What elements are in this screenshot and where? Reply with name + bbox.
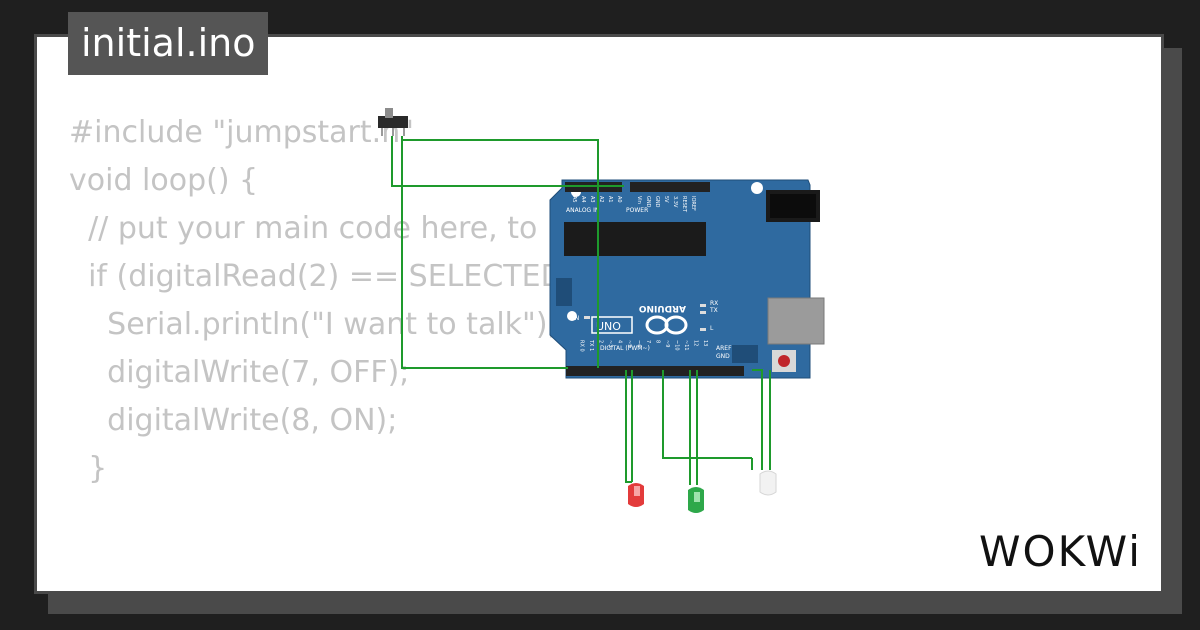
digital-pin-label: RX 0 (579, 340, 585, 352)
digital-pin-label: ~10 (674, 340, 680, 351)
power-pin-label: RESET (681, 196, 687, 213)
analog-pin-label: A3 (589, 196, 595, 203)
arduino-uno-board[interactable]: ARDUINO UNO ON TX RX L POWER ANALOG IN D… (549, 179, 825, 379)
on-led-label: ON (570, 315, 579, 322)
power-header (630, 182, 710, 192)
led-white[interactable] (759, 470, 777, 496)
slide-switch-handle[interactable] (385, 108, 393, 118)
analog-pin-label: A5 (571, 196, 577, 203)
mounting-hole (567, 311, 577, 321)
digital-pin-label: ~3 (607, 340, 613, 347)
rx-label: RX (710, 300, 718, 307)
aref-label: AREF (716, 345, 732, 352)
digital-pin-label: 13 (702, 340, 708, 346)
switch-pin (381, 128, 383, 136)
analog-pin-label: A4 (580, 196, 586, 203)
power-jack-inner (770, 194, 816, 218)
power-label: POWER (626, 207, 648, 214)
wire-switch-5v (391, 136, 624, 187)
reset-button-cap[interactable] (778, 355, 790, 367)
usb-port (767, 297, 825, 345)
analog-label: ANALOG IN (566, 207, 599, 214)
analog-pin-label: A0 (616, 196, 622, 203)
pin-labels: IOREFRESET3.3V5VGNDGNDVinA0A1A2A3A4A5131… (571, 196, 708, 352)
code-line: void loop() { (69, 163, 259, 198)
code-line: digitalWrite(8, ON); (69, 403, 398, 438)
code-line: Serial.println("I want to talk"); (69, 307, 558, 342)
wire-white-a (662, 370, 752, 459)
digital-header (566, 366, 744, 376)
icsp-header (556, 278, 572, 306)
power-pin-label: 3.3V (672, 196, 678, 208)
analog-pin-label: A1 (607, 196, 613, 203)
slide-switch[interactable] (378, 108, 408, 136)
power-pin-label: 5V (663, 196, 669, 203)
wokwi-logo-text: WOKWi (979, 527, 1142, 576)
digital-label: DIGITAL (PWM~) (600, 345, 650, 352)
digital-pin-label: ~11 (683, 340, 689, 351)
power-pin-label: IOREF (690, 196, 696, 211)
led-highlight (694, 492, 700, 502)
board-model: UNO (596, 320, 621, 333)
led-green[interactable] (688, 487, 704, 513)
tx-label: TX (709, 307, 718, 314)
digital-pin-label: ~6 (636, 340, 642, 347)
digital-pin-label: 8 (655, 340, 661, 343)
tx-led (700, 311, 706, 314)
digital-pin-label: 12 (693, 340, 699, 346)
board-model-box (591, 316, 633, 334)
on-led (584, 316, 590, 319)
power-pin-label: Vin (636, 196, 642, 204)
icsp2-header (732, 345, 758, 363)
board-brand: ARDUINO (638, 303, 686, 313)
gnd-label: GND (716, 353, 730, 360)
arduino-logo-icon (645, 315, 688, 335)
analog-pin-label: A2 (598, 196, 604, 203)
code-line: digitalWrite(7, OFF); (69, 355, 410, 390)
digital-pin-label: ~9 (664, 340, 670, 347)
digital-pin-label: TX 1 (588, 339, 594, 351)
wire-red-anode (625, 370, 632, 483)
digital-pin-label: ~5 (626, 340, 632, 347)
rx-led (700, 304, 706, 307)
power-pin-label: GND (654, 196, 660, 208)
digital-pin-label: 7 (645, 340, 651, 343)
wokwi-logo: WOKWi (979, 527, 1142, 576)
wire-switch-pin2 (401, 136, 568, 369)
power-pin-label: GND (645, 196, 651, 208)
digital-pin-label: 4 (617, 340, 623, 343)
led-highlight (634, 486, 640, 496)
l-led-label: L (710, 325, 714, 332)
digital-pin-label: 2 (598, 340, 604, 343)
mounting-hole (751, 182, 763, 194)
slide-switch-body (378, 116, 408, 128)
switch-pin (403, 128, 405, 136)
file-name-tab: initial.ino (68, 12, 269, 75)
wire-switch-gnd (403, 139, 599, 368)
l-led (700, 328, 706, 331)
switch-pin (392, 128, 394, 136)
microcontroller-chip (564, 222, 706, 256)
led-red[interactable] (628, 483, 644, 507)
code-line: } (69, 451, 108, 486)
wires (391, 136, 771, 485)
wire-white-b (752, 369, 763, 470)
